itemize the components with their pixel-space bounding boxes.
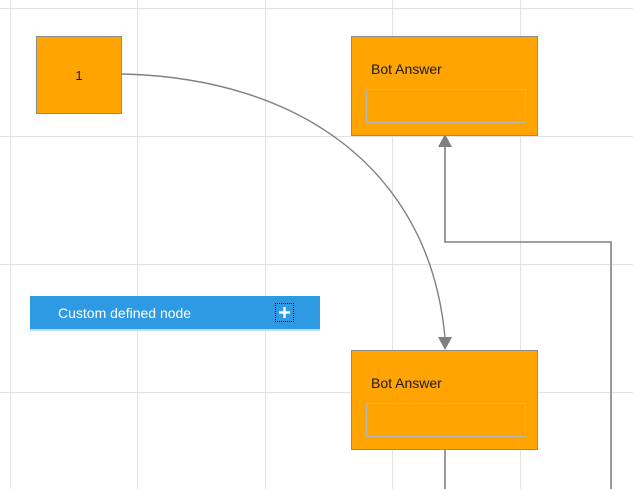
grid-line-horizontal — [0, 392, 633, 393]
flow-node-1-label: 1 — [75, 67, 83, 83]
grid-line-horizontal — [0, 264, 633, 265]
grid-line-horizontal — [0, 8, 633, 9]
grid-line-horizontal — [0, 136, 633, 137]
custom-defined-node-bar[interactable]: Custom defined node — [30, 296, 320, 329]
bot-answer-top-title: Bot Answer — [371, 61, 442, 77]
grid-line-vertical — [10, 0, 11, 489]
plus-icon[interactable] — [275, 303, 294, 322]
flow-node-bot-answer-bottom[interactable]: Bot Answer — [351, 350, 538, 450]
flow-node-1[interactable]: 1 — [36, 36, 122, 114]
bot-answer-top-slot[interactable] — [366, 89, 526, 123]
bot-answer-bottom-title: Bot Answer — [371, 375, 442, 391]
flow-node-bot-answer-top[interactable]: Bot Answer — [351, 36, 538, 136]
grid-line-vertical — [137, 0, 138, 489]
grid-line-vertical — [265, 0, 266, 489]
bot-answer-bottom-slot[interactable] — [366, 403, 526, 437]
custom-defined-node-label: Custom defined node — [58, 304, 192, 321]
